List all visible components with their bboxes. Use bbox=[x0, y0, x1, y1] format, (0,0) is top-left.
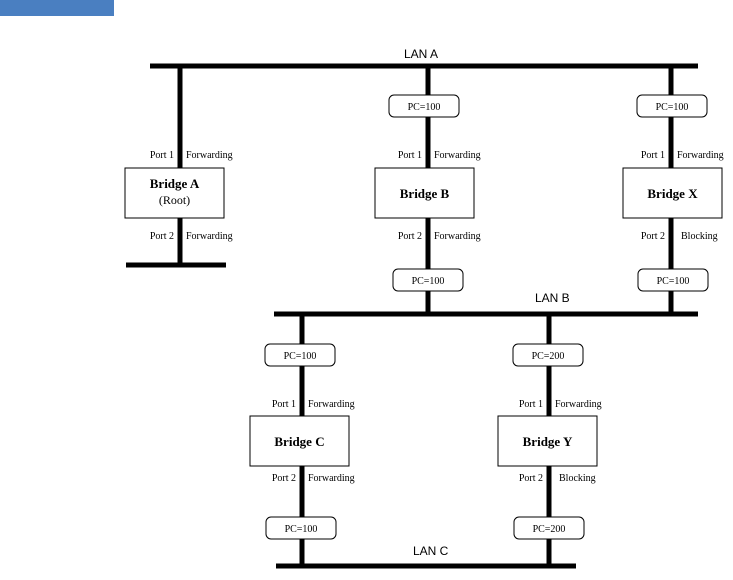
bridge-b-name: Bridge B bbox=[400, 186, 450, 201]
bridge-y-box bbox=[497, 415, 598, 467]
bridge-a-port1-state: Forwarding bbox=[186, 150, 233, 161]
bridge-b-port2-state: Forwarding bbox=[434, 231, 481, 242]
bridge-b-port1: Port 1 bbox=[398, 150, 422, 161]
bridge-a-port1: Port 1 bbox=[150, 150, 174, 161]
bridge-c-box bbox=[249, 415, 350, 467]
bridge-b-port1-state: Forwarding bbox=[434, 150, 481, 161]
bridge-x-port2-state: Blocking bbox=[681, 231, 718, 242]
bridge-a-port2: Port 2 bbox=[150, 231, 174, 242]
bridge-y-port1: Port 1 bbox=[519, 399, 543, 410]
bridge-y-pc-bottom: PC=200 bbox=[533, 524, 566, 535]
bridge-x-pc-bottom: PC=100 bbox=[657, 276, 690, 287]
bridge-a-name: Bridge A bbox=[150, 176, 200, 191]
bridge-b-pc-top-box bbox=[388, 94, 460, 118]
bridge-c-port1: Port 1 bbox=[272, 399, 296, 410]
bridge-b-pc-top: PC=100 bbox=[408, 102, 441, 113]
bridge-b-pc-bottom-box bbox=[392, 268, 464, 292]
bridge-x-port1: Port 1 bbox=[641, 150, 665, 161]
lan-b-label: LAN B bbox=[535, 291, 570, 305]
bridge-y-pc-top-box bbox=[512, 343, 584, 367]
bridge-y-port2-state: Blocking bbox=[559, 473, 596, 484]
bridge-b-port2: Port 2 bbox=[398, 231, 422, 242]
bridge-y-pc-top: PC=200 bbox=[532, 351, 565, 362]
bridge-x-box bbox=[622, 167, 723, 219]
bridge-c-port2-state: Forwarding bbox=[308, 473, 355, 484]
bridge-x-pc-bottom-box bbox=[637, 268, 709, 292]
bridge-x-pc-top-box bbox=[636, 94, 708, 118]
bridge-c-pc-top-box bbox=[264, 343, 336, 367]
bridge-c-pc-bottom: PC=100 bbox=[285, 524, 318, 535]
bridge-y-port2: Port 2 bbox=[519, 473, 543, 484]
bridge-c-port2: Port 2 bbox=[272, 473, 296, 484]
bridge-b-pc-bottom: PC=100 bbox=[412, 276, 445, 287]
bridge-a-box bbox=[124, 167, 225, 219]
bridge-x-port2: Port 2 bbox=[641, 231, 665, 242]
bridge-y-name: Bridge Y bbox=[523, 434, 573, 449]
bridge-x-port1-state: Forwarding bbox=[677, 150, 724, 161]
bridge-y-pc-bottom-box bbox=[513, 516, 585, 540]
header-bar bbox=[0, 0, 114, 16]
bridge-c-pc-bottom-box bbox=[265, 516, 337, 540]
bridge-c-port1-state: Forwarding bbox=[308, 399, 355, 410]
bridge-c-name: Bridge C bbox=[274, 434, 324, 449]
bridge-x-pc-top: PC=100 bbox=[656, 102, 689, 113]
bridge-b-box bbox=[374, 167, 475, 219]
lan-a-label: LAN A bbox=[404, 47, 438, 61]
bridge-y-port1-state: Forwarding bbox=[555, 399, 602, 410]
bridge-x-name: Bridge X bbox=[647, 186, 698, 201]
bridge-c-pc-top: PC=100 bbox=[284, 351, 317, 362]
bridge-a-port2-state: Forwarding bbox=[186, 231, 233, 242]
lan-c-label: LAN C bbox=[413, 544, 449, 558]
bridge-a-sub: (Root) bbox=[159, 193, 190, 207]
